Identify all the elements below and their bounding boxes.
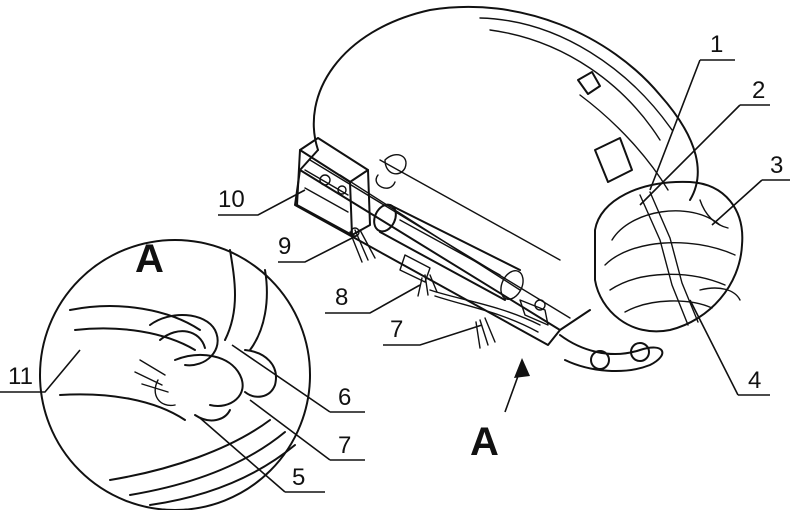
label-7-detail: 7: [338, 432, 351, 459]
label-11: 11: [8, 363, 33, 390]
label-8: 8: [335, 284, 348, 311]
end-cap: [296, 137, 371, 236]
leader-lines: [0, 59, 790, 493]
label-9: 9: [278, 233, 291, 260]
label-7: 7: [390, 316, 403, 343]
view-arrow-head: [514, 358, 530, 378]
label-5: 5: [292, 464, 305, 491]
view-mark-A: A: [470, 420, 499, 464]
label-3: 3: [770, 152, 783, 179]
label-4: 4: [748, 367, 761, 394]
canopy: [312, 5, 699, 201]
cylinder: [373, 203, 524, 301]
label-10: 10: [218, 186, 245, 213]
detail-view-circle: [39, 239, 311, 510]
detail-mark-A: A: [135, 237, 164, 281]
packed-canopy-right: [559, 180, 744, 373]
label-6: 6: [338, 384, 351, 411]
callout-labels: 1 2 3 4 5 6 7 7 8 9 10 11 A A: [8, 31, 783, 491]
label-1: 1: [710, 31, 723, 58]
label-2: 2: [752, 77, 765, 104]
